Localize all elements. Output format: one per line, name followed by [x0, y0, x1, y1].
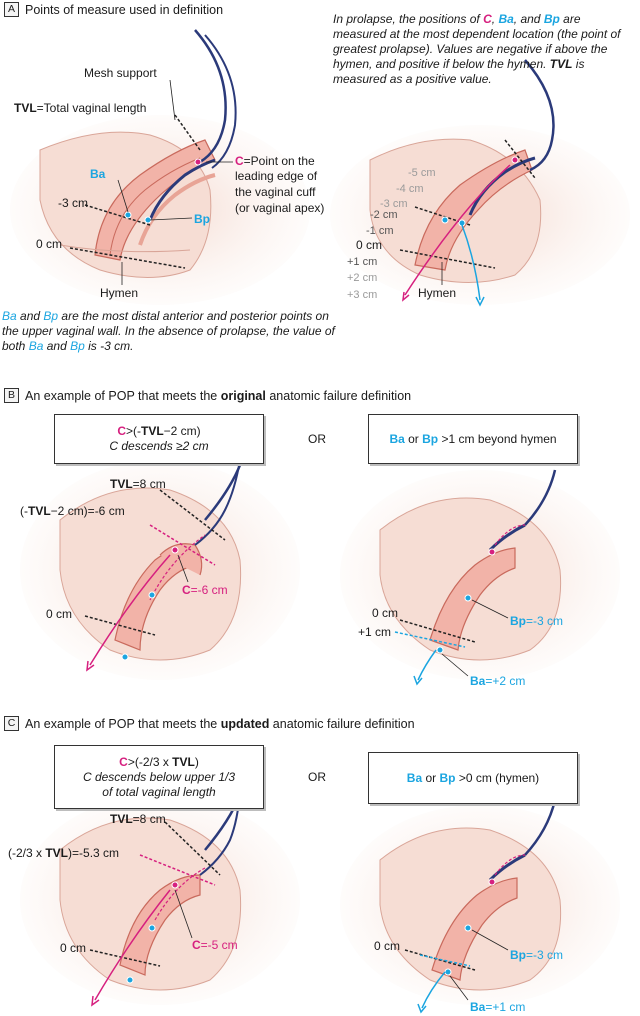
- c-c-label: C=-5 cm: [192, 938, 238, 952]
- scale-0: 0 cm: [356, 238, 383, 252]
- criterion-b-left-line1: C>(-TVL−2 cm): [117, 424, 201, 438]
- c-definition: C=Point on the: [235, 154, 315, 168]
- anatomy-b-left: [20, 459, 300, 680]
- zero-c-right: 0 cm: [374, 939, 401, 953]
- ba-label: Ba: [90, 167, 106, 181]
- note-ba-bp: Ba and Bp are the most distal anterior a…: [2, 309, 335, 353]
- bp-label: Bp: [194, 212, 210, 226]
- scale-m5: -5 cm: [408, 167, 436, 179]
- scale-p2: +2 cm: [347, 272, 378, 284]
- minus3-label: -3 cm: [58, 196, 88, 210]
- mesh-support-label: Mesh support: [84, 66, 157, 80]
- panel-c-header: C An example of POP that meets the updat…: [4, 716, 415, 731]
- panel-b-header: B An example of POP that meets the origi…: [4, 388, 411, 403]
- c-definition-4: (or vaginal apex): [235, 201, 325, 215]
- hymen-right-label: Hymen: [418, 286, 457, 300]
- panel-a-letter: A: [4, 2, 19, 17]
- zero-label: 0 cm: [36, 237, 63, 251]
- anatomy-b-right: [340, 469, 620, 680]
- ba-c-label: Ba=+1 cm: [470, 1000, 526, 1014]
- tvl-c-label: TVL=8 cm: [110, 812, 166, 826]
- scale-m2: -2 cm: [370, 209, 398, 221]
- bp-c-label: Bp=-3 cm: [510, 948, 564, 962]
- zero-b-left: 0 cm: [46, 607, 73, 621]
- criterion-b-right-line1: Ba or Bp >1 cm beyond hymen: [389, 431, 557, 446]
- criterion-c-left-line2: C descends below upper 1/3: [82, 769, 236, 784]
- note-prolapse: In prolapse, the positions of C, Ba, and…: [333, 12, 621, 86]
- zero-b-right: 0 cm: [372, 606, 399, 620]
- panel-b-letter: B: [4, 388, 19, 403]
- tvl-label: TVL=Total vaginal length: [14, 101, 147, 115]
- or-label-b: OR: [308, 432, 326, 446]
- criterion-c-left-line3: of total vaginal length: [102, 784, 216, 799]
- bp-b-label: Bp=-3 cm: [510, 614, 564, 628]
- point-c-a: [194, 158, 202, 166]
- tvl-two-thirds-c-label: (-2/3 x TVL)=-5.3 cm: [8, 846, 120, 860]
- criterion-box-b-right: Ba or Bp >1 cm beyond hymen: [368, 414, 578, 464]
- panel-b-title: An example of POP that meets the origina…: [25, 388, 412, 403]
- scale-m3: -3 cm: [380, 198, 408, 210]
- criterion-c-left-line1: C>(-2/3 x TVL): [119, 754, 199, 769]
- c-definition-2: leading edge of: [235, 169, 318, 183]
- c-b-label: C=-6 cm: [182, 583, 228, 597]
- panel-c-title: An example of POP that meets the updated…: [25, 716, 415, 731]
- zero-c-left: 0 cm: [60, 941, 87, 955]
- anatomy-a-left: [10, 29, 310, 305]
- scale-p3: +3 cm: [347, 289, 378, 301]
- scale-m1: -1 cm: [366, 225, 394, 237]
- panel-a-title: Points of measure used in definition: [25, 2, 224, 17]
- panel-a-header: A Points of measure used in definition: [4, 2, 223, 17]
- criterion-box-b-left: C>(-TVL−2 cm) C descends ≥2 cm: [54, 414, 264, 464]
- plus1-b: +1 cm: [358, 625, 392, 639]
- anatomy-c-right: [340, 799, 620, 1005]
- scale-m4: -4 cm: [396, 183, 424, 195]
- criterion-b-left-line2: C descends ≥2 cm: [109, 439, 209, 453]
- tvl-b-label: TVL=8 cm: [110, 477, 166, 491]
- criterion-c-right-line1: Ba or Bp >0 cm (hymen): [406, 770, 540, 785]
- anatomy-c-left: [20, 789, 300, 1005]
- tvl-minus2-b-label: (-TVL−2 cm)=-6 cm: [20, 504, 125, 518]
- criterion-box-c-right: Ba or Bp >0 cm (hymen): [368, 752, 578, 804]
- or-label-c: OR: [308, 770, 326, 784]
- ba-b-label: Ba=+2 cm: [470, 674, 526, 688]
- anatomy-a-right: [330, 59, 630, 305]
- c-definition-3: the vaginal cuff: [235, 185, 316, 199]
- criterion-box-c-left: C>(-2/3 x TVL) C descends below upper 1/…: [54, 745, 264, 809]
- panel-c-letter: C: [4, 716, 19, 731]
- point-ba-a: [124, 211, 132, 219]
- scale-p1: +1 cm: [347, 256, 378, 268]
- hymen-label: Hymen: [100, 286, 139, 300]
